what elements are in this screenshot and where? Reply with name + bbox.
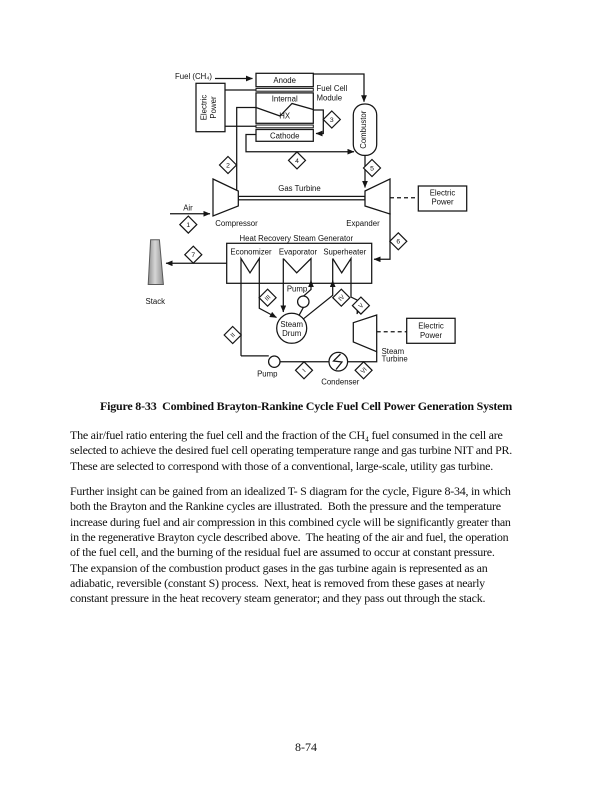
steam-drum-circle	[276, 312, 308, 344]
state-point-VI: VI	[360, 366, 369, 375]
anode-label: Anode	[273, 76, 296, 85]
state-point-2: 2	[226, 162, 230, 169]
electric-power-box-top-right	[417, 185, 468, 212]
steam-drum-label-1: Steam	[280, 320, 303, 329]
expander-symbol	[364, 178, 391, 215]
text-line: These are selected to correspond with th…	[70, 458, 493, 473]
combustor-vessel	[352, 103, 378, 157]
hx-coil-line	[255, 102, 314, 117]
electric-power-bottom-right-label-2: Power	[420, 331, 443, 340]
text-line: selected to achieve the desired fuel cel…	[70, 443, 513, 458]
condensate-pump-label: Pump	[257, 369, 278, 378]
electric-power-top-right-label-1: Electric	[430, 188, 456, 197]
stack-chimney	[147, 239, 164, 285]
text-line: The expansion of the combustion product …	[70, 560, 488, 575]
electric-power-box-left	[195, 82, 226, 133]
gas-turbine-label: Gas Turbine	[278, 184, 320, 193]
state-point-4: 4	[295, 158, 299, 165]
cathode-label: Cathode	[270, 132, 299, 141]
text-line: adiabatic, reversible (constant S) proce…	[70, 576, 485, 591]
combustor-label: Combustor	[359, 110, 368, 149]
internal-label: Internal	[272, 95, 298, 104]
expander-label: Expander	[346, 219, 380, 228]
internal-hx-box	[255, 92, 314, 124]
state-point-diamonds	[178, 110, 408, 380]
evaporator-label: Evaporator	[279, 248, 318, 257]
boiler-feed-pump-circle	[296, 295, 310, 309]
compressor-symbol	[212, 178, 239, 217]
text-line: in the regenerative Brayton cycle descri…	[70, 530, 509, 545]
text-line: both the Brayton and the Rankine cycles …	[70, 499, 501, 514]
hx-label: HX	[279, 112, 291, 121]
fuel-cell-module-label-2: Module	[317, 94, 343, 103]
state-point-V: V	[357, 302, 365, 310]
state-point-6: 6	[396, 239, 400, 246]
electric-power-bottom-right-label-1: Electric	[418, 321, 444, 330]
state-point-1: 1	[186, 222, 190, 229]
air-inlet-label: Air	[183, 204, 193, 213]
state-point-5: 5	[370, 165, 374, 172]
cathode-box	[255, 128, 314, 142]
electrolyte-separator-top	[255, 87, 314, 92]
steam-turbine-label-1: Steam	[382, 347, 405, 356]
text-line: of the fuel cell, and the burning of the…	[70, 545, 495, 560]
electric-power-box-bottom-right	[406, 317, 456, 344]
state-point-I: I	[301, 368, 307, 374]
figure-caption: Figure 8-33 Combined Brayton-Rankine Cyc…	[99, 399, 513, 413]
electric-power-left-label-1: Electric	[200, 95, 209, 121]
text-line: constant pressure in the heat recovery s…	[70, 591, 486, 606]
steam-turbine-symbol	[352, 314, 378, 353]
turbine-shaft	[237, 195, 366, 201]
state-point-III: III	[264, 294, 273, 303]
stack-label: Stack	[146, 297, 166, 306]
electrolyte-separator-bottom	[255, 124, 314, 129]
body-paragraph-1: The air/fuel ratio entering the fuel cel…	[70, 428, 560, 474]
page-number: 8-74	[295, 740, 317, 754]
fuel-cell-module-label-1: Fuel Cell	[317, 84, 348, 93]
electric-power-left-label-2: Power	[209, 96, 218, 119]
economizer-label: Economizer	[230, 248, 272, 257]
state-point-II: II	[229, 332, 237, 340]
fuel-inlet-label: Fuel (CH₄)	[175, 72, 212, 81]
body-paragraph-2: Further insight can be gained from an id…	[70, 484, 560, 607]
text-line: The air/fuel ratio entering the fuel cel…	[70, 428, 503, 442]
figure-diagram: 1 2 3 4 5 6 7 I II III IV V VI Fuel (CH₄…	[130, 60, 475, 395]
anode-box	[255, 72, 314, 88]
electric-power-top-right-label-2: Power	[431, 198, 454, 207]
condensate-pump-circle	[267, 355, 281, 369]
condenser-coil-line	[332, 353, 344, 370]
text-line: Further insight can be gained from an id…	[70, 484, 511, 498]
state-point-7: 7	[191, 252, 195, 259]
text-line: increase during fuel and air compression…	[70, 514, 511, 529]
hrsg-title: Heat Recovery Steam Generator	[240, 234, 354, 243]
state-point-IV: IV	[337, 293, 347, 303]
compressor-label: Compressor	[215, 219, 258, 228]
superheater-label: Superheater	[323, 248, 366, 257]
steam-drum-label-2: Drum	[282, 329, 301, 338]
condenser-label: Condenser	[321, 377, 360, 386]
steam-turbine-label-2: Turbine	[382, 355, 408, 364]
boiler-feed-pump-label: Pump	[287, 284, 308, 293]
state-point-3: 3	[330, 117, 334, 124]
